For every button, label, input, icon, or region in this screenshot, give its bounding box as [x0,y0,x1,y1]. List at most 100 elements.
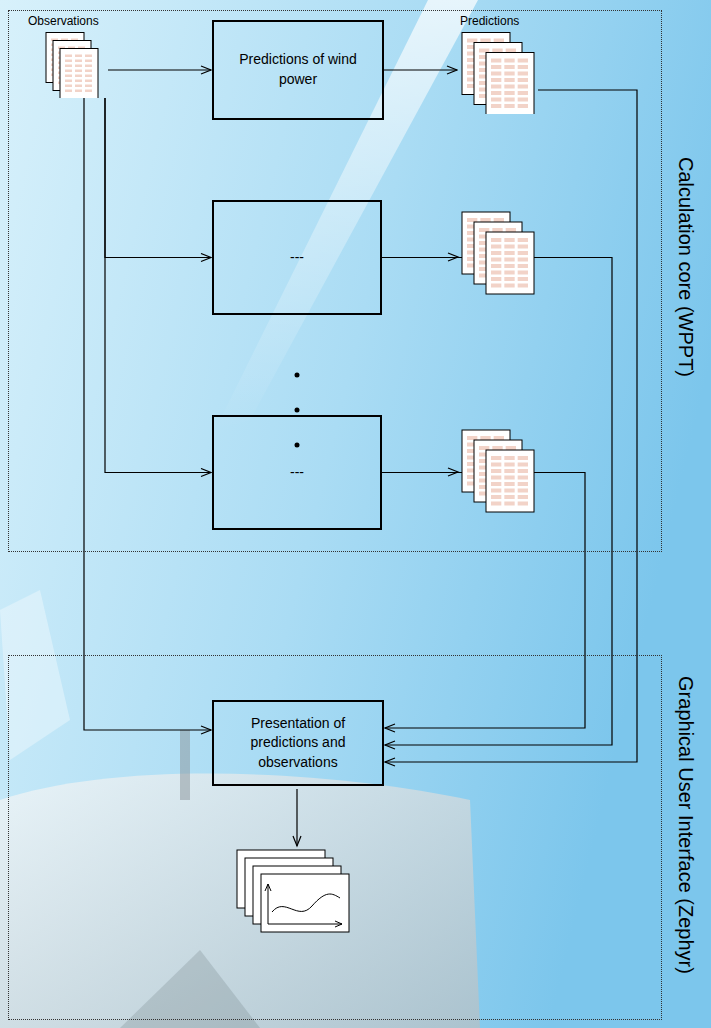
document-page [486,53,534,115]
data-cell [518,238,528,242]
data-cell [85,70,92,73]
data-cell [85,75,92,78]
data-cell [504,271,514,275]
data-cell [491,78,501,82]
stack-heading: Observations [28,14,99,28]
data-cell [491,59,501,63]
data-cell [75,70,82,73]
data-cell [518,65,528,69]
data-cell [491,91,501,95]
data-cell [518,495,528,499]
flow-arrow [105,98,211,473]
box-label: --- [290,463,304,483]
data-cell [75,90,82,93]
flow-arrow [382,258,612,746]
data-cell [480,436,490,440]
data-cell [65,85,72,88]
system-region: Calculation core (WPPT)ObservationsPredi… [8,10,662,552]
data-cell [85,85,92,88]
data-cell [518,85,528,89]
data-cell [491,284,501,288]
data-cell [491,456,501,460]
data-cell [491,238,501,242]
data-cell [518,502,528,506]
data-cell [504,59,514,63]
data-cell [494,39,504,43]
data-cell [518,258,528,262]
data-cell [467,39,477,43]
data-cell [85,60,92,63]
process-box: Predictions of wind power [212,20,384,120]
data-cell [506,228,516,232]
data-cell [85,65,92,68]
data-cell [518,456,528,460]
data-cell [504,264,514,268]
data-cell [504,258,514,262]
data-cell [504,251,514,255]
data-cell [518,59,528,63]
data-cell [479,446,489,450]
data-cell [491,469,501,473]
system-region: Graphical User Interface (Zephyr)Present… [8,655,662,1020]
data-cell [491,98,501,102]
document-page [60,49,98,99]
data-cell [504,469,514,473]
data-cell [518,469,528,473]
data-cell [491,245,501,249]
data-cell [479,49,489,53]
document-page [486,450,534,512]
process-box: --- [212,415,382,530]
data-cell [518,271,528,275]
chart-pages-icon [237,850,349,932]
document-stacks [462,212,534,512]
data-cell [85,55,92,58]
data-cell [504,91,514,95]
data-cell [504,502,514,506]
data-cell [65,80,72,83]
data-cell [492,446,502,450]
data-cell [504,238,514,242]
data-cell [65,55,72,58]
data-cell [504,65,514,69]
data-cell [518,104,528,108]
data-cell [504,245,514,249]
document-stack: Predictions [458,14,544,114]
data-cell [467,218,477,222]
data-cell [75,55,82,58]
data-cell [518,482,528,486]
box-label: Presentation of predictions and observat… [222,714,374,773]
stack-heading: Predictions [460,14,519,28]
output-arrow [293,789,301,846]
data-cell [65,70,72,73]
data-cell [491,271,501,275]
data-cell [518,91,528,95]
box-label: Predictions of wind power [222,50,374,89]
data-cell [479,228,489,232]
data-cell [506,446,516,450]
data-cell [518,72,528,76]
data-cell [491,85,501,89]
data-cell [480,218,490,222]
data-cell [518,251,528,255]
data-cell [492,49,502,53]
data-cell [467,436,477,440]
flow-arrow [105,98,211,258]
data-cell [491,495,501,499]
data-cell [518,78,528,82]
ellipsis-dots [295,373,300,448]
data-cell [504,463,514,467]
data-cell [518,264,528,268]
data-cell [504,284,514,288]
data-cell [504,98,514,102]
data-cell [75,65,82,68]
data-cell [492,228,502,232]
process-box: Presentation of predictions and observat… [212,700,384,786]
data-cell [518,98,528,102]
data-cell [504,277,514,281]
data-cell [518,284,528,288]
flow-arrow [384,69,457,70]
data-cell [504,476,514,480]
